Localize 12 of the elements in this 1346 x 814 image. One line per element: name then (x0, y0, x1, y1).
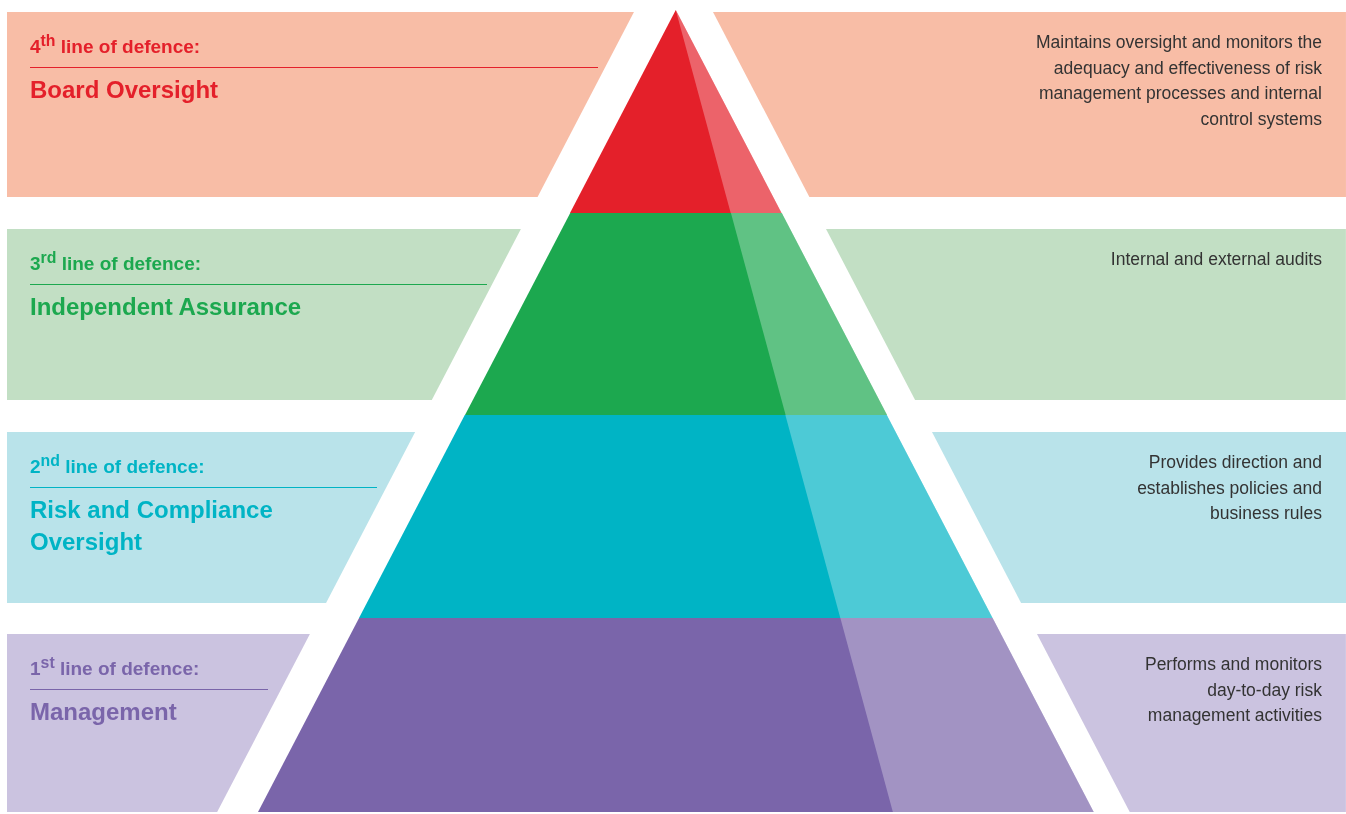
line-title: Board Oversight (30, 75, 220, 105)
line-title: Risk and Compliance Oversight (30, 495, 274, 557)
description-text: Internal and external audits (1109, 248, 1322, 271)
line-heading: 1$^{st}$ line of defence: (30, 654, 200, 681)
description-text: Provides direction and establishes policies and business rules (1136, 451, 1322, 525)
description-text: Maintains oversight and monitors the adequacy and effectiveness of risk management processes and internal control systems (1035, 31, 1322, 131)
line-title: Independent Assurance (30, 292, 303, 322)
line-heading: 3$^{rd}$ line of defence: (30, 249, 202, 276)
line-title: Management (30, 697, 178, 727)
line-heading: 4$^{th}$ line of defence: (30, 32, 201, 59)
description-text: Performs and monitors day-to-day risk management activities (1143, 653, 1322, 727)
line-heading: 2$^{nd}$ line of defence: (30, 452, 205, 479)
